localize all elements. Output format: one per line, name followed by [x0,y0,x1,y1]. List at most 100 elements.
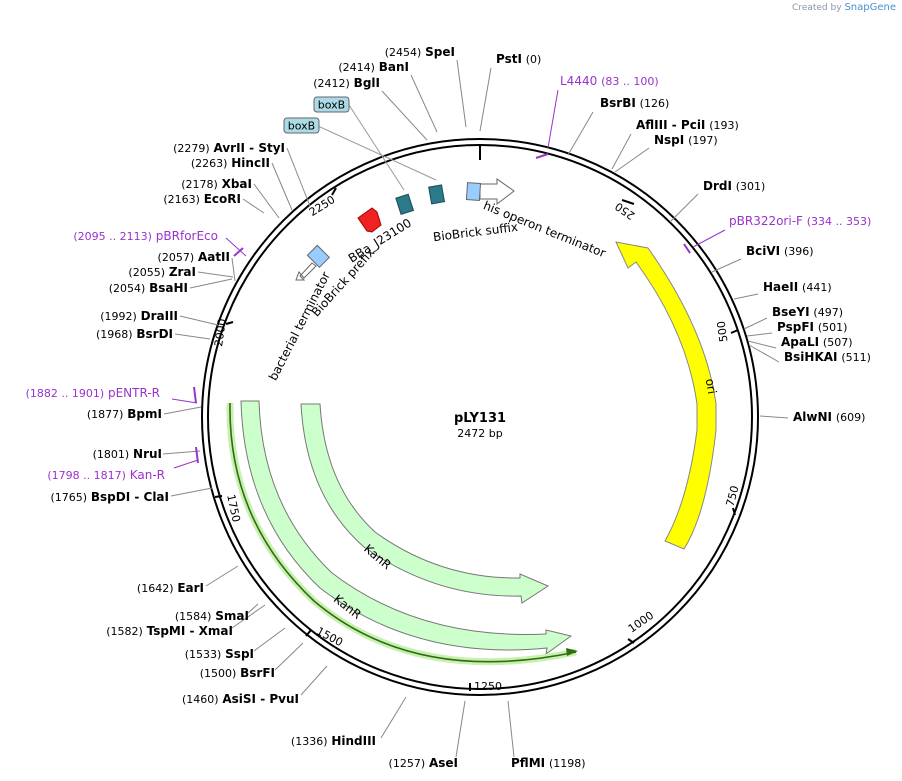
site-position: (497) [813,306,843,319]
feature-kanr[interactable]: KanR [300,403,550,604]
site-connector [205,565,239,587]
site-label: BsrBI (126) [600,96,669,110]
site-position: (511) [841,351,871,364]
feature-boxb-2[interactable]: boxB [283,117,446,205]
plasmid-size: 2472 bp [457,427,502,440]
site-label: (1642) EarI [137,581,204,595]
site-zrai[interactable]: (2055) ZraI [128,265,234,279]
tick-label-1500: 1500 [314,625,345,650]
site-position: (2414) [338,61,375,74]
site-name: SpeI [425,45,455,59]
site-hindiii[interactable]: (1336) HindIII [291,696,407,748]
site-bani[interactable]: (2414) BanI [338,60,438,133]
site-label: ApaLI (507) [781,335,853,349]
tick-mark-500 [730,329,739,334]
site-position: (126) [640,97,670,110]
tick-mark-1500 [305,629,312,637]
site-position: (2163) [163,193,200,206]
site-label: AflIII - PciI (193) [636,118,739,132]
site-position: (396) [784,245,814,258]
site-alwni[interactable]: AlwNI (609) [759,410,865,424]
site-afliii-pcii[interactable]: AflIII - PciI (193) [611,118,739,170]
site-connector [711,258,742,273]
site-bcivi[interactable]: BciVI (396) [711,244,814,273]
site-aatii[interactable]: (2057) AatII [158,250,236,282]
site-bsrdi[interactable]: (1968) BsrDI [96,327,211,341]
primer-l4440[interactable]: L4440 (83 .. 100) [535,74,659,159]
site-position: (2263) [191,157,228,170]
site-bsrfi[interactable]: (1500) BsrFI [200,642,304,680]
backbone-outer [201,138,759,696]
snapgene-credit: Created by SnapGene [792,2,896,13]
site-hincii[interactable]: (2263) HincII [191,156,293,211]
site-spei[interactable]: (2454) SpeI [385,45,467,128]
site-connector [410,74,438,133]
site-position: (2178) [181,178,218,191]
primer-connector [225,237,247,257]
site-haeii[interactable]: HaeII (441) [733,280,832,300]
site-label: AlwNI (609) [793,410,865,424]
site-label: PstI (0) [496,52,541,66]
plasmid-name: pLY131 [454,411,506,426]
primer-name: pBRforEco [156,229,218,243]
site-bseyi[interactable]: BseYI (497) [743,305,843,330]
site-name: PspFI [777,320,814,334]
site-bsihkai[interactable]: BsiHKAI (511) [748,344,871,364]
site-apali[interactable]: ApaLI (507) [747,335,853,349]
site-psti[interactable]: PstI (0) [479,52,541,132]
primer-kan-r[interactable]: (1798 .. 1817) Kan-R [47,446,199,482]
site-avrii-styi[interactable]: (2279) AvrII - StyI [173,141,311,207]
site-nrui[interactable]: (1801) NruI [93,447,201,461]
site-tspmi-xmai[interactable]: (1582) TspMI - XmaI [106,604,266,638]
site-xbai[interactable]: (2178) XbaI [181,177,280,219]
site-label: (1257) AseI [389,756,458,770]
site-label: (2454) SpeI [385,45,455,59]
site-position: (1992) [100,310,137,323]
site-position: (0) [526,53,542,66]
site-drdi[interactable]: DrdI (301) [669,179,765,223]
site-connector [286,147,311,207]
site-eari[interactable]: (1642) EarI [137,565,239,595]
site-position: (1582) [106,625,143,638]
feature-his-operon-terminator[interactable]: his operon terminator [479,178,608,260]
primer-binding-mark [195,446,199,464]
site-pflmi[interactable]: PflMI (1198) [507,700,586,770]
primer-name: L4440 [560,74,597,88]
site-sspi[interactable]: (1533) SspI [185,627,286,661]
site-bgli[interactable]: (2412) BglI [313,76,428,141]
site-label: (1801) NruI [93,447,162,461]
site-label: PspFI (501) [777,320,847,334]
site-smai[interactable]: (1584) SmaI [175,603,259,623]
biobrick-suffix-label: BioBrick suffix [432,220,518,244]
site-bsrbi[interactable]: BsrBI (126) [567,96,669,156]
feature-kanr-outer[interactable]: KanR [240,400,573,656]
site-connector [300,665,328,696]
boxb-marker [428,184,446,205]
site-connector [748,344,780,363]
site-bpmi[interactable]: (1877) BpmI [87,406,202,421]
site-connector [479,67,492,132]
tick-label-500: 500 [715,320,731,343]
feature-bacterial-terminator[interactable]: bacterial terminator [266,262,333,383]
feature-boxb[interactable]: boxB [313,96,415,216]
site-asisi-pvui[interactable]: (1460) AsiSI - PvuI [182,665,328,706]
biobrick-prefix-box [306,244,331,269]
site-connector [274,642,304,671]
site-ecori[interactable]: (2163) EcoRI [163,192,265,214]
his-terminator-arrow [479,178,515,206]
site-bsahi[interactable]: (2054) BsaHI [109,278,233,295]
site-nspi[interactable]: NspI (197) [614,133,718,173]
site-label: (2412) BglI [313,76,380,90]
primer-pentr-r[interactable]: (1882 .. 1901) pENTR-R [26,386,198,404]
site-asei[interactable]: (1257) AseI [389,700,466,770]
site-position: (1198) [549,757,586,770]
site-name: BspDI - ClaI [91,490,169,504]
primer-pbrforeco[interactable]: (2095 .. 2113) pBRforEco [73,229,247,257]
primer-pbr322ori-f[interactable]: pBR322ori-F (334 .. 353) [683,214,871,254]
site-draiii[interactable]: (1992) DraIII [100,309,219,326]
site-bspdi-clai[interactable]: (1765) BspDI - ClaI [50,487,213,504]
site-pspfi[interactable]: PspFI (501) [746,320,847,337]
primer-range: (1798 .. 1817) [47,469,126,482]
site-name: AlwNI [793,410,832,424]
feature-ori[interactable]: ori [615,241,719,550]
